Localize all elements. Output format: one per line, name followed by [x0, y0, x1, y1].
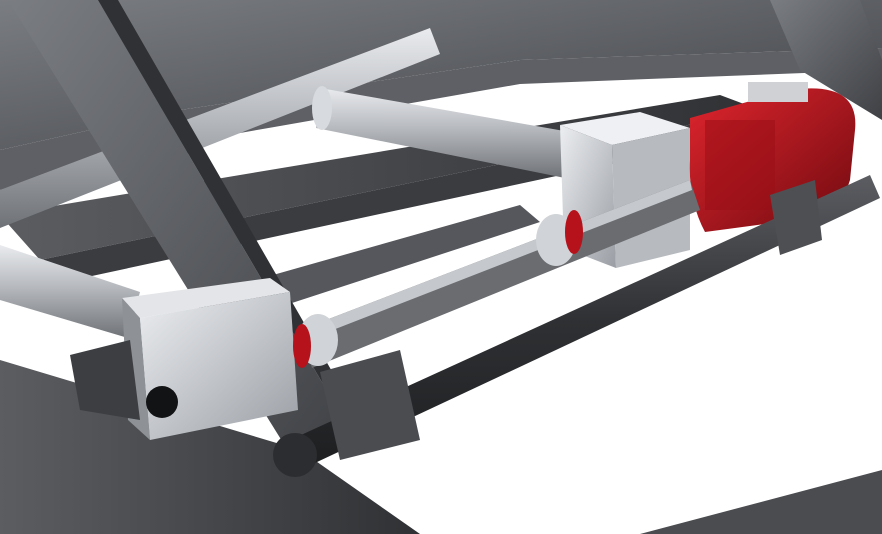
shaft-support-right [770, 180, 822, 255]
bottom-right-rail [640, 470, 882, 534]
left-bearing-bore [146, 386, 178, 418]
left-base-pad [70, 340, 140, 420]
main-scissor-arm-edge [98, 0, 360, 430]
gear-block-top [560, 112, 690, 145]
middle-cylinder-cap [312, 86, 332, 130]
upper-cylinder-rod [0, 28, 440, 228]
coupling-left-red [293, 324, 311, 368]
middle-cylinder-rod [316, 88, 570, 178]
lead-screw [300, 180, 700, 368]
shaft-end-cap [273, 433, 317, 477]
right-scissor-arm [770, 0, 882, 120]
left-bearing-block-top [122, 278, 290, 318]
mid-channel [220, 205, 540, 320]
top-frame-rail [0, 0, 882, 150]
left-bearing-block-side [140, 292, 298, 440]
motor-mount [748, 82, 808, 102]
lead-screw-highlight [300, 180, 692, 342]
shaft-support-mid [320, 350, 420, 460]
drive-shaft [290, 175, 880, 470]
motor-fins [705, 120, 775, 210]
left-cylinder-rod [0, 245, 140, 338]
coupling-right-red [565, 210, 583, 254]
